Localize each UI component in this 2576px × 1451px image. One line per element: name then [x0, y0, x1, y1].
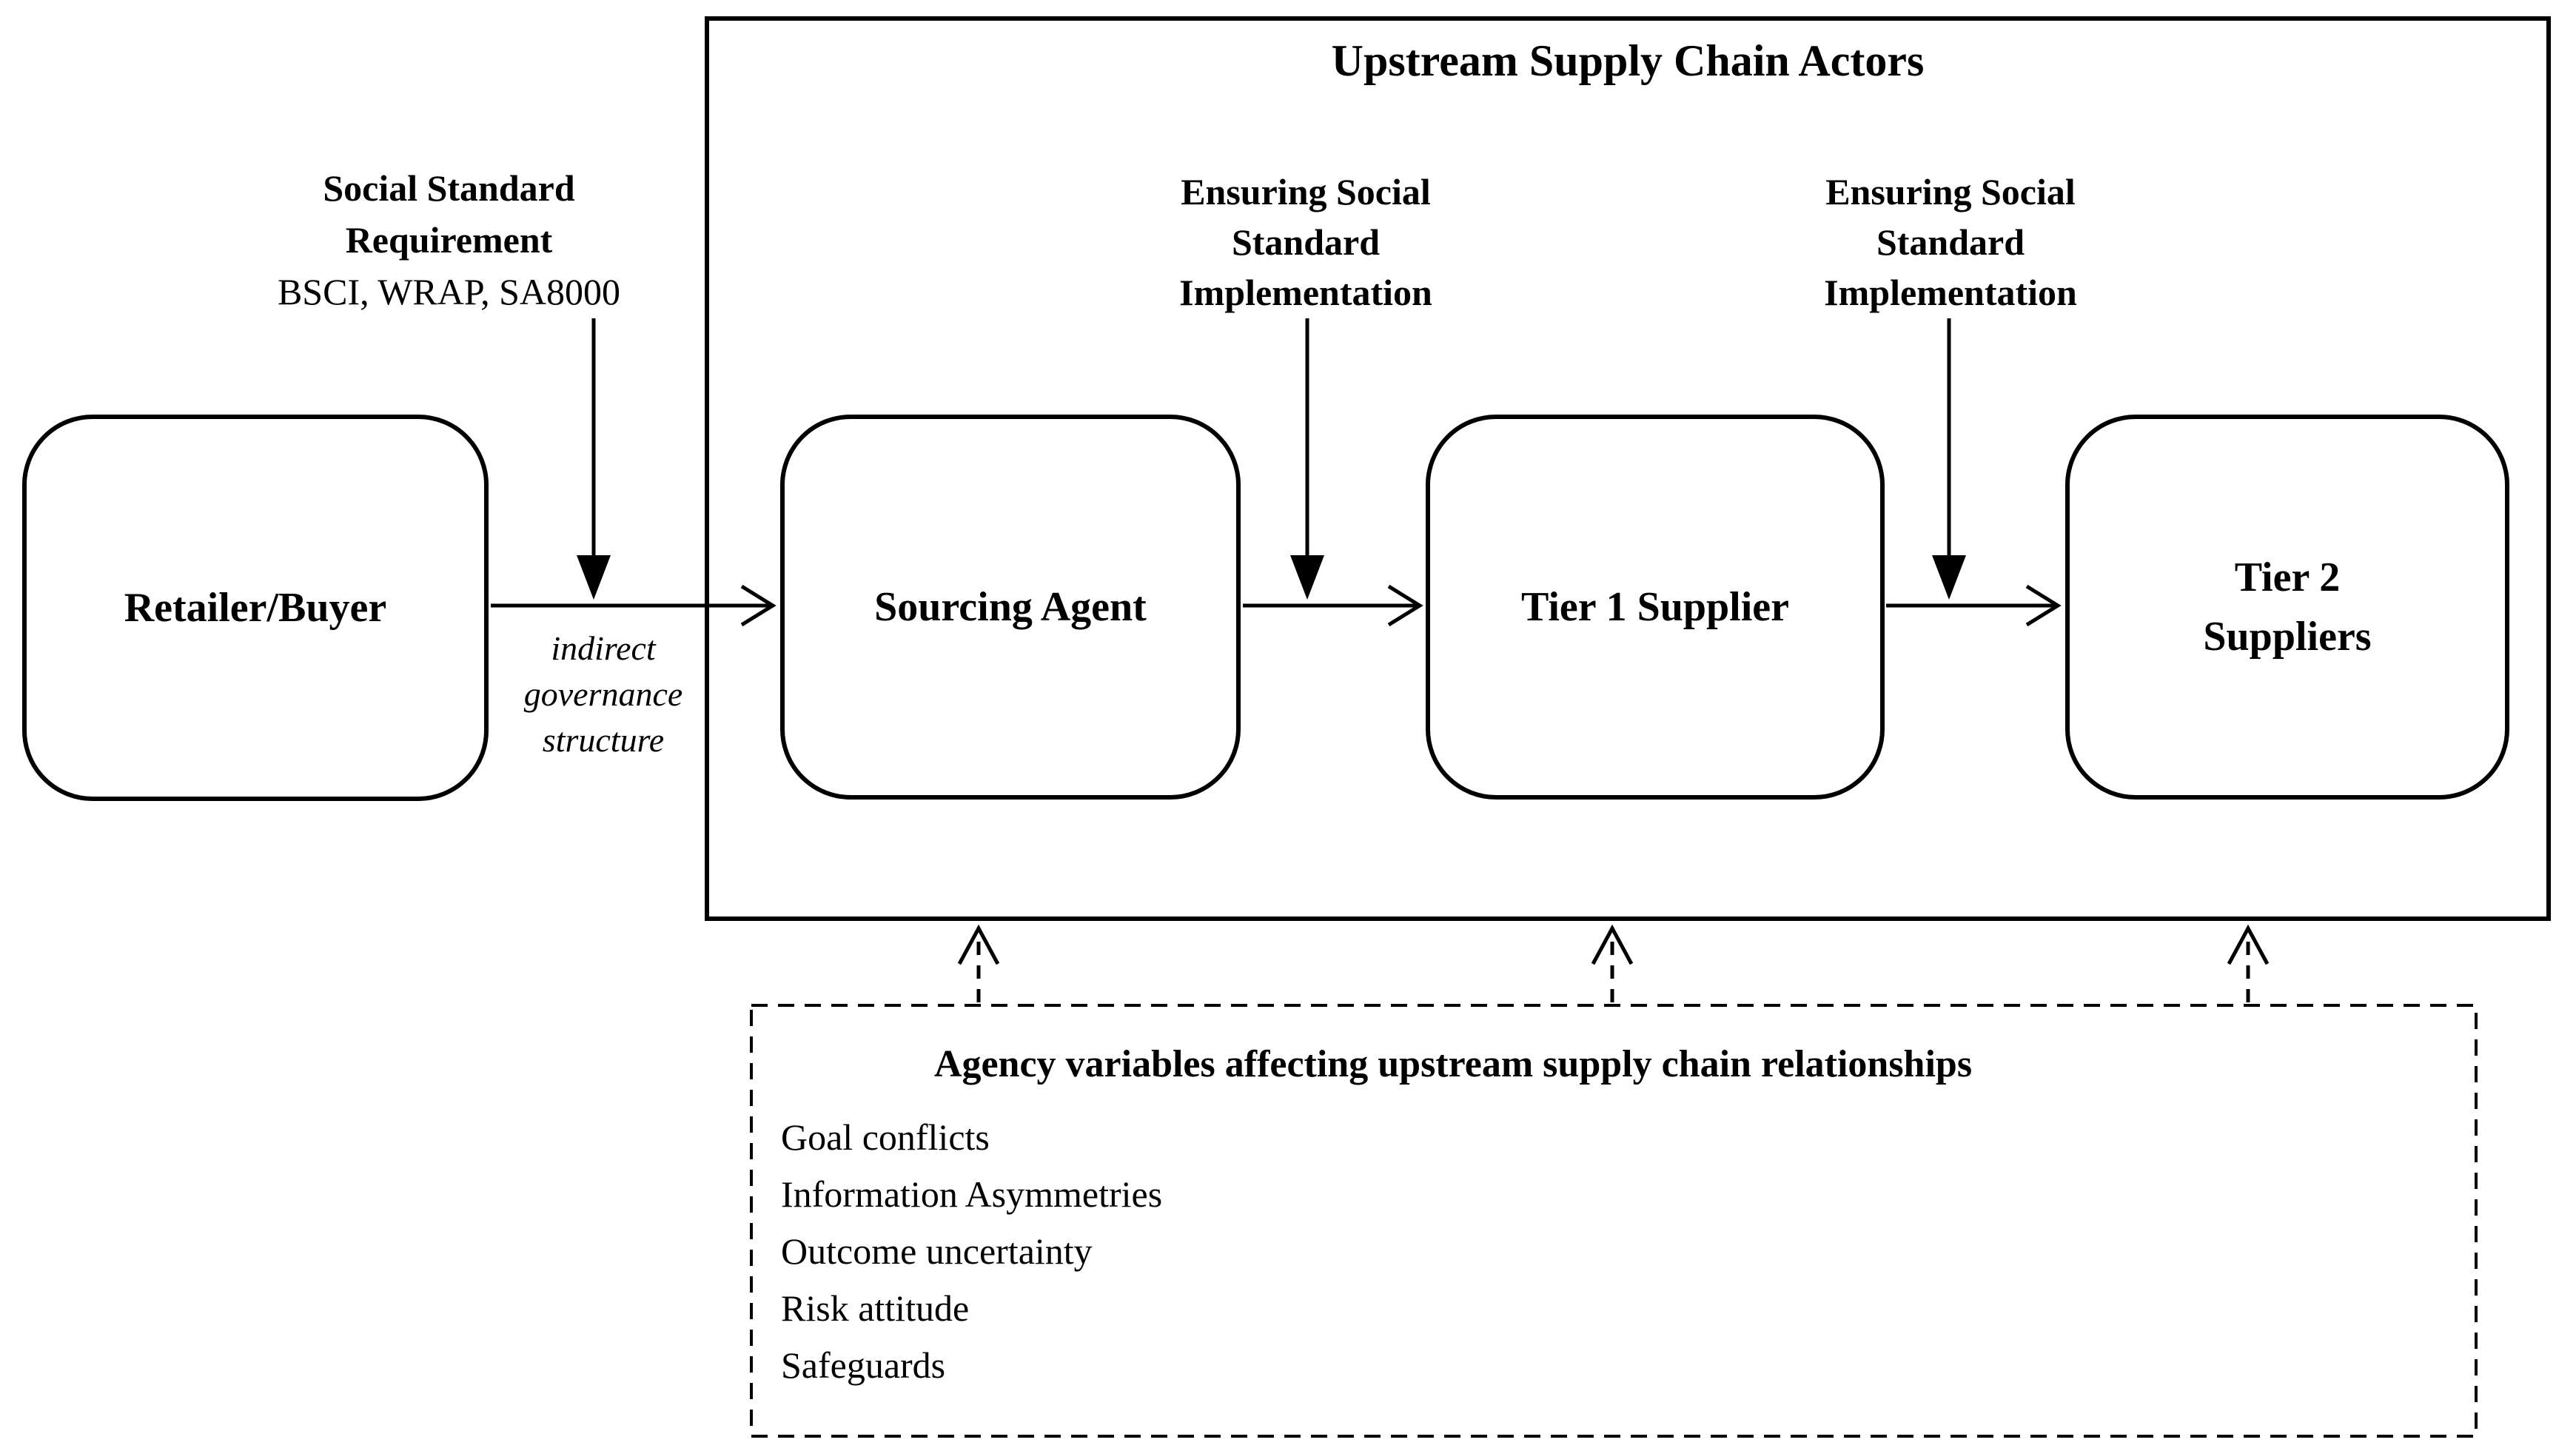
arrow-retailer-to-sourcing-head	[740, 584, 777, 627]
retailer-buyer-node: Retailer/Buyer	[22, 415, 489, 801]
sourcing-agent-node: Sourcing Agent	[780, 415, 1241, 800]
social-standard-line-1: Social Standard	[323, 167, 575, 209]
social-standard-line-2: Requirement	[345, 219, 553, 261]
social-standard-requirement-box: Social Standard Requirement BSCI, WRAP, …	[217, 162, 681, 318]
ensuring-social-standard-box-1: Ensuring Social Standard Implementation	[1045, 167, 1566, 318]
dashed-arrow-agency-to-tier1-head	[1591, 924, 1634, 965]
agency-box-dashed-border	[750, 1004, 2478, 1438]
agency-variables-box: Agency variables affecting upstream supp…	[750, 1004, 2478, 1438]
arrow-social-standard-down-head	[577, 555, 611, 600]
retailer-buyer-label: Retailer/Buyer	[124, 585, 387, 631]
agency-list-item: Risk attitude	[781, 1287, 970, 1329]
arrow-ensuring1-down-head	[1290, 555, 1324, 600]
agency-list-item: Safeguards	[781, 1344, 946, 1386]
indirect-governance-note: indirect governance structure	[511, 626, 696, 763]
governance-note-line-2: governance	[523, 675, 683, 713]
dashed-arrow-agency-to-tier2-head	[2227, 924, 2270, 965]
ensuring2-line-1: Ensuring Social	[1825, 171, 2076, 212]
social-standard-line-3: BSCI, WRAP, SA8000	[277, 271, 621, 312]
upstream-actors-box: Upstream Supply Chain Actors	[705, 16, 2551, 921]
tier2-suppliers-label-line-1: Tier 2	[2234, 554, 2341, 600]
tier2-suppliers-label-line-2: Suppliers	[2203, 614, 2372, 660]
ensuring-social-standard-box-2: Ensuring Social Standard Implementation	[1688, 167, 2213, 318]
agency-list-item: Goal conflicts	[781, 1116, 990, 1158]
ensuring1-line-2: Standard	[1231, 221, 1381, 263]
governance-note-line-1: indirect	[551, 629, 656, 667]
ensuring1-line-1: Ensuring Social	[1181, 171, 1431, 212]
sourcing-agent-label: Sourcing Agent	[874, 584, 1147, 630]
dashed-arrow-agency-to-sourcing-head	[957, 924, 1000, 965]
agency-list-item: Outcome uncertainty	[781, 1230, 1093, 1272]
ensuring2-line-2: Standard	[1876, 221, 2025, 263]
agency-list-item: Information Asymmetries	[781, 1173, 1163, 1215]
arrow-tier1-to-tier2-head	[2025, 584, 2062, 627]
ensuring2-line-3: Implementation	[1824, 272, 2077, 313]
governance-note-line-3: structure	[542, 721, 665, 759]
tier1-supplier-label: Tier 1 Supplier	[1520, 584, 1789, 630]
upstream-actors-title: Upstream Supply Chain Actors	[1331, 36, 1925, 85]
agency-variables-title: Agency variables affecting upstream supp…	[933, 1043, 1973, 1085]
arrow-sourcing-to-tier1-head	[1387, 584, 1423, 627]
ensuring1-line-3: Implementation	[1179, 272, 1432, 313]
tier2-suppliers-node: Tier 2 Suppliers	[2065, 415, 2509, 800]
arrow-ensuring2-down-head	[1932, 555, 1966, 600]
tier1-supplier-node: Tier 1 Supplier	[1426, 415, 1885, 800]
agency-variables-list: Goal conflicts Information Asymmetries O…	[781, 1109, 1162, 1394]
